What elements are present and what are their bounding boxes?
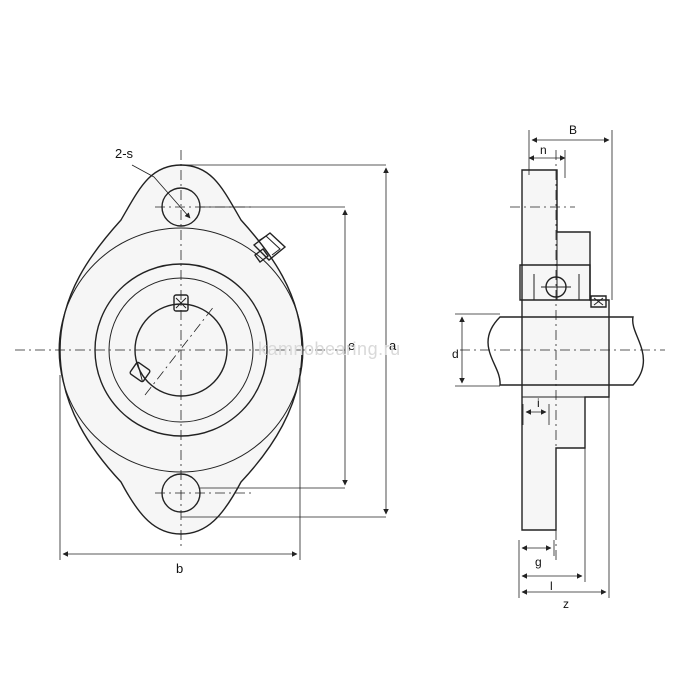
dimension-B-label: B bbox=[569, 123, 577, 137]
angled-centerline bbox=[144, 304, 216, 396]
mounting-holes-label: 2-s bbox=[115, 146, 134, 161]
dimension-d-label: d bbox=[452, 347, 459, 361]
front-view: a e b 2-s bbox=[15, 146, 397, 576]
bearing-section-box bbox=[519, 264, 591, 301]
dimension-n-label: n bbox=[540, 143, 547, 157]
watermark: kamnobearing.ru bbox=[258, 339, 401, 359]
grease-fitting-side bbox=[590, 295, 607, 308]
shaft-outline bbox=[487, 316, 645, 386]
mounting-holes-leader bbox=[131, 164, 191, 219]
dimension-b-label: b bbox=[176, 561, 183, 576]
dimension-e-label: e bbox=[348, 338, 355, 353]
grease-fitting-front bbox=[252, 232, 287, 263]
set-screw-angled bbox=[129, 361, 151, 383]
dimension-g-label: g bbox=[535, 555, 542, 569]
dimension-i-label: i bbox=[537, 396, 540, 410]
side-view: B n d i g l z bbox=[452, 123, 665, 611]
dimension-l-label: l bbox=[550, 579, 553, 593]
dimension-z-label: z bbox=[563, 597, 569, 611]
dimension-a-label: a bbox=[389, 338, 397, 353]
